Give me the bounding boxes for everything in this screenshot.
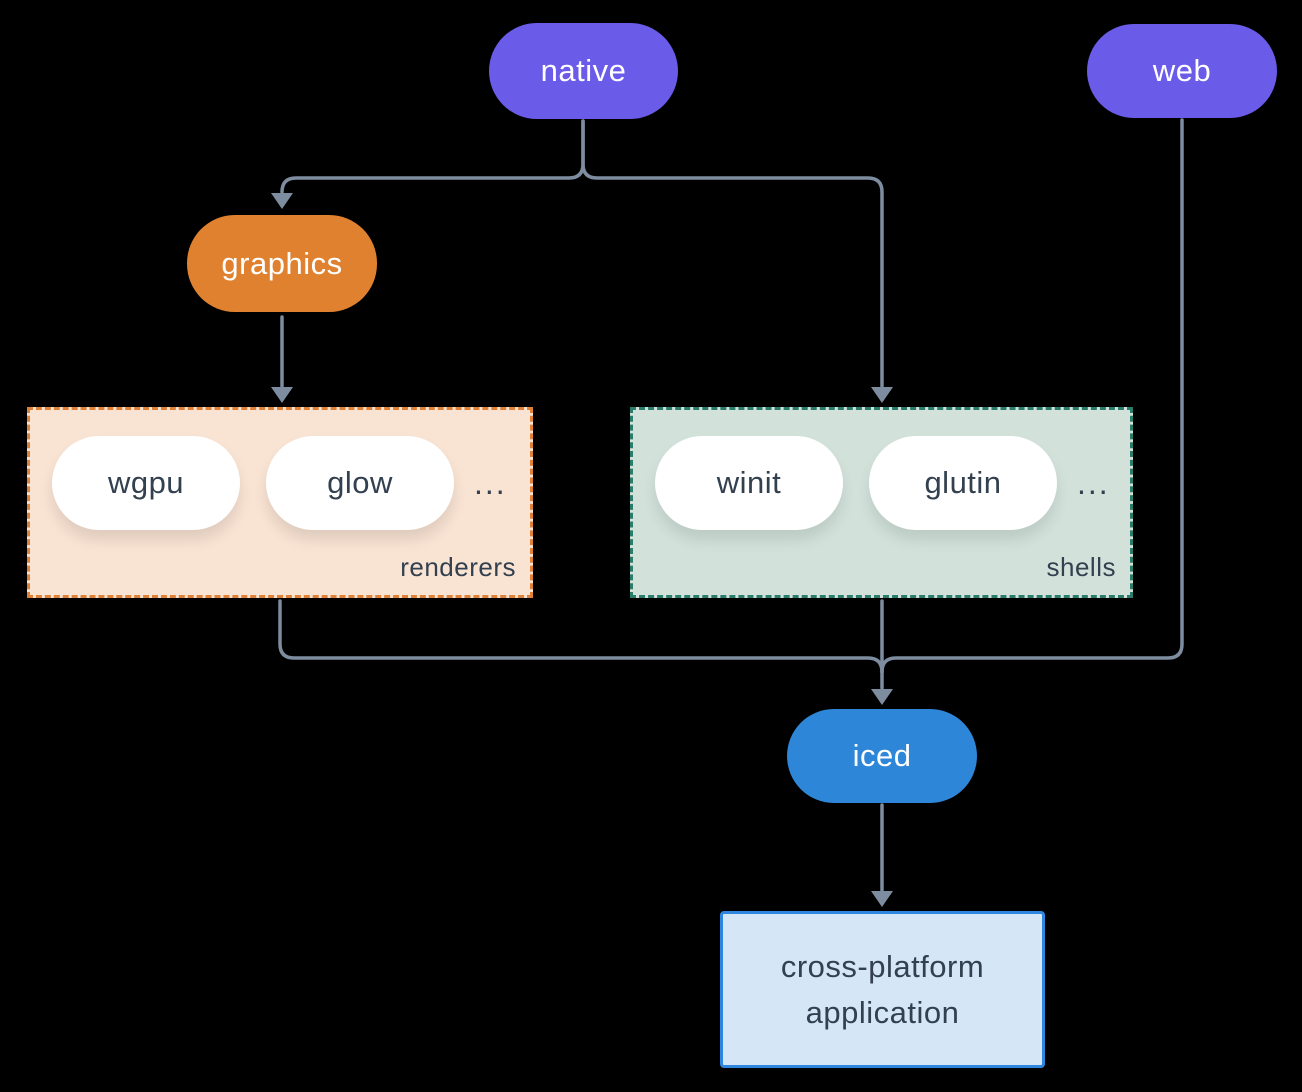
renderers-ellipsis: ... (474, 465, 507, 501)
shells-ellipsis: ... (1077, 465, 1110, 501)
renderers-label: renderers (400, 552, 516, 582)
edge-native-to-shells (581, 119, 884, 388)
arrowhead-graphics (271, 193, 293, 209)
edge-renderers-to-merge (278, 599, 884, 674)
node-wgpu: wgpu (52, 436, 240, 530)
app-label-line2: application (805, 994, 960, 1030)
arrowhead-app (871, 891, 893, 907)
node-native: native (489, 23, 678, 119)
node-web: web (1087, 24, 1277, 118)
edge-paths (278, 118, 1184, 892)
arrowhead-iced (871, 689, 893, 705)
arrowhead-shells-box (871, 387, 893, 403)
arrowheads (271, 193, 893, 907)
node-graphics: graphics (187, 215, 377, 312)
node-cross-platform-application: cross-platform application (720, 911, 1045, 1068)
group-renderers: wgpu glow ... renderers (27, 407, 533, 598)
group-shells: winit glutin ... shells (630, 407, 1133, 598)
arrowhead-renderers-box (271, 387, 293, 403)
node-glutin: glutin (869, 436, 1057, 530)
node-glow: glow (266, 436, 454, 530)
node-winit: winit (655, 436, 843, 530)
shells-label: shells (1046, 552, 1116, 582)
node-iced: iced (787, 709, 977, 803)
edge-native-to-graphics (280, 119, 585, 194)
app-label-line1: cross-platform (780, 948, 985, 984)
